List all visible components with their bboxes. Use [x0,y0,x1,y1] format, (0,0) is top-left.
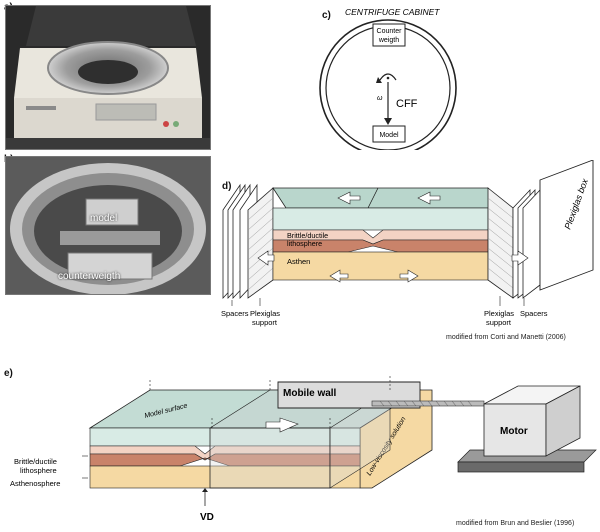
rotation-arrow [379,73,397,81]
brittle-label-line-1: Brittle/ductile [287,231,328,240]
e-brittle-line-2: lithosphere [20,466,57,475]
mobile-wall-diagram: Low-viscosity solution Mobile wall Model… [10,376,597,523]
counterweight-photo-label: counterweigth [58,271,121,282]
plexiglas-support-left [247,187,274,299]
omega-label: ω [377,95,383,102]
flow-arrow-right [399,269,419,283]
extension-arrow-right [417,191,441,205]
spacers-right-label: Spacers [520,309,548,318]
brittle-label-line-2: lithosphere [287,239,322,248]
panel-d-label: d) [222,181,232,192]
cff-label: CFF [396,98,418,110]
counterweight-line-1: Counter [377,28,403,35]
pointer-lines [231,296,525,306]
support-right-line-2: support [486,318,512,327]
spacers-left-label: Spacers [221,309,249,318]
plexiglas-support-right [487,187,514,299]
asthenosphere-layer [272,251,489,281]
cff-arrowhead [384,118,392,125]
centrifuge-cabinet-diagram: CENTRIFUGE CABINET Counter weigth ω CFF … [319,7,457,150]
mobile-block-front [209,427,331,489]
motor-label: Motor [500,426,528,437]
rotor-photo: model counterweigth [5,156,211,295]
counterweight-line-2: weigth [378,37,399,44]
support-arrow-right [511,250,529,266]
vd-label: VD [200,512,214,523]
support-right-line-1: Plexiglas [484,309,514,318]
asthen-label: Asthen [287,257,310,266]
model-box [372,125,406,143]
motor-base-front [457,461,585,473]
panel-e-label: e) [4,368,13,379]
e-brittle-line-1: Brittle/ductile [14,457,57,466]
rift-line-top [367,187,379,209]
rotation-axis-dot [386,76,390,80]
extension-arrow-left [337,191,361,205]
model-top-surface [272,187,504,209]
flow-arrow-left [329,269,349,283]
spacers-right [512,188,541,299]
plexiglas-box-wall [539,160,594,291]
counterweight-box [372,23,406,47]
motor-side [545,385,581,457]
support-left-line-1: Plexiglas [250,309,280,318]
panel-d-credit: modified from Corti and Manetti (2006) [446,334,566,341]
velocity-markers [149,376,391,428]
vd-arrowhead [202,488,208,492]
support-arrow-left [257,250,275,266]
panel-c-label: c) [322,10,331,21]
asthenosphere-label: Asthenosphere [10,479,60,488]
panel-e-credit: modified from Brun and Beslier (1996) [456,520,575,527]
cabinet-outer-ring [319,19,457,150]
model-photo-label: model [90,213,118,224]
cabinet-title: CENTRIFUGE CABINET [345,7,440,17]
model-box-label: Model [379,132,399,139]
plexiglas-box-diagram: Plexiglas box Brittle/ductile lithospher… [221,160,594,327]
support-left-line-2: support [252,318,278,327]
water-layer [272,207,489,231]
mobile-wall-label: Mobile wall [283,388,337,399]
rotation-arrowhead [376,77,382,83]
motor-front [483,403,547,457]
motion-arrow [265,417,299,433]
centrifuge-photo [5,5,211,150]
screw-thread [379,400,473,407]
